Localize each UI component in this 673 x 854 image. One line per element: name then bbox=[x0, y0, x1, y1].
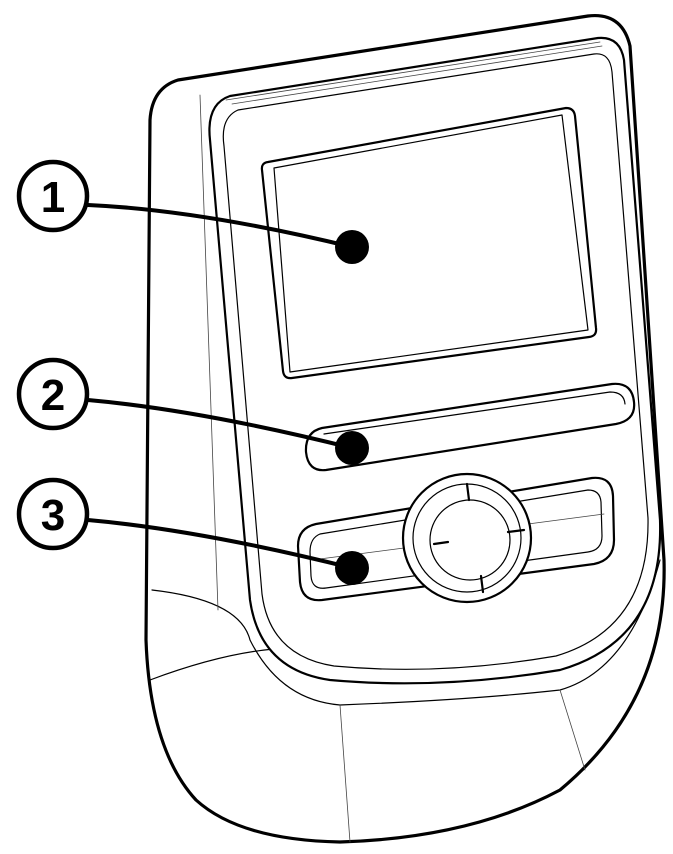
callout-3-ring bbox=[16, 477, 90, 551]
joystick-nub-top bbox=[465, 482, 471, 502]
callout-1-number: 1 bbox=[41, 173, 65, 222]
screen bbox=[260, 106, 598, 380]
callout-3-target-dot bbox=[335, 551, 369, 585]
callout-1-ring bbox=[16, 159, 90, 233]
lower-contour-1 bbox=[339, 704, 351, 843]
callout-2-target-dot bbox=[335, 431, 369, 465]
screen-frame bbox=[260, 106, 598, 380]
lower-contour-2 bbox=[559, 689, 586, 771]
callout-1: 1 bbox=[16, 159, 369, 264]
callout-3-number: 3 bbox=[41, 491, 65, 540]
side-contour bbox=[199, 94, 219, 611]
status-strip bbox=[304, 382, 636, 472]
callout-2-ring bbox=[16, 357, 90, 431]
callout-2: 2 bbox=[16, 357, 369, 465]
bezel-top-ridge-2 bbox=[231, 45, 603, 105]
rocker-bar-inner bbox=[309, 489, 603, 589]
callout-3: 3 bbox=[16, 477, 369, 585]
lower-bumper-line bbox=[151, 559, 661, 706]
bezel-top-ridge bbox=[225, 41, 601, 101]
callout-1-target-dot bbox=[335, 230, 369, 264]
bezel-inner bbox=[222, 53, 649, 670]
callout-1-leader bbox=[86, 203, 354, 249]
screen-inner bbox=[273, 114, 589, 373]
callout-2-number: 2 bbox=[41, 371, 65, 420]
control-buttons bbox=[296, 472, 616, 604]
status-strip-outline bbox=[304, 382, 636, 472]
callout-3-leader bbox=[86, 518, 354, 570]
joystick-outer-ring[interactable] bbox=[401, 472, 533, 604]
rocker-bar-outline bbox=[296, 476, 616, 602]
joystick-nub-left bbox=[432, 540, 450, 546]
rocker-divider-right bbox=[527, 513, 605, 525]
joystick-nub-right bbox=[506, 528, 526, 534]
joystick-nub-bottom bbox=[479, 574, 485, 594]
status-strip-inner bbox=[323, 391, 626, 435]
callout-2-leader bbox=[86, 398, 354, 450]
